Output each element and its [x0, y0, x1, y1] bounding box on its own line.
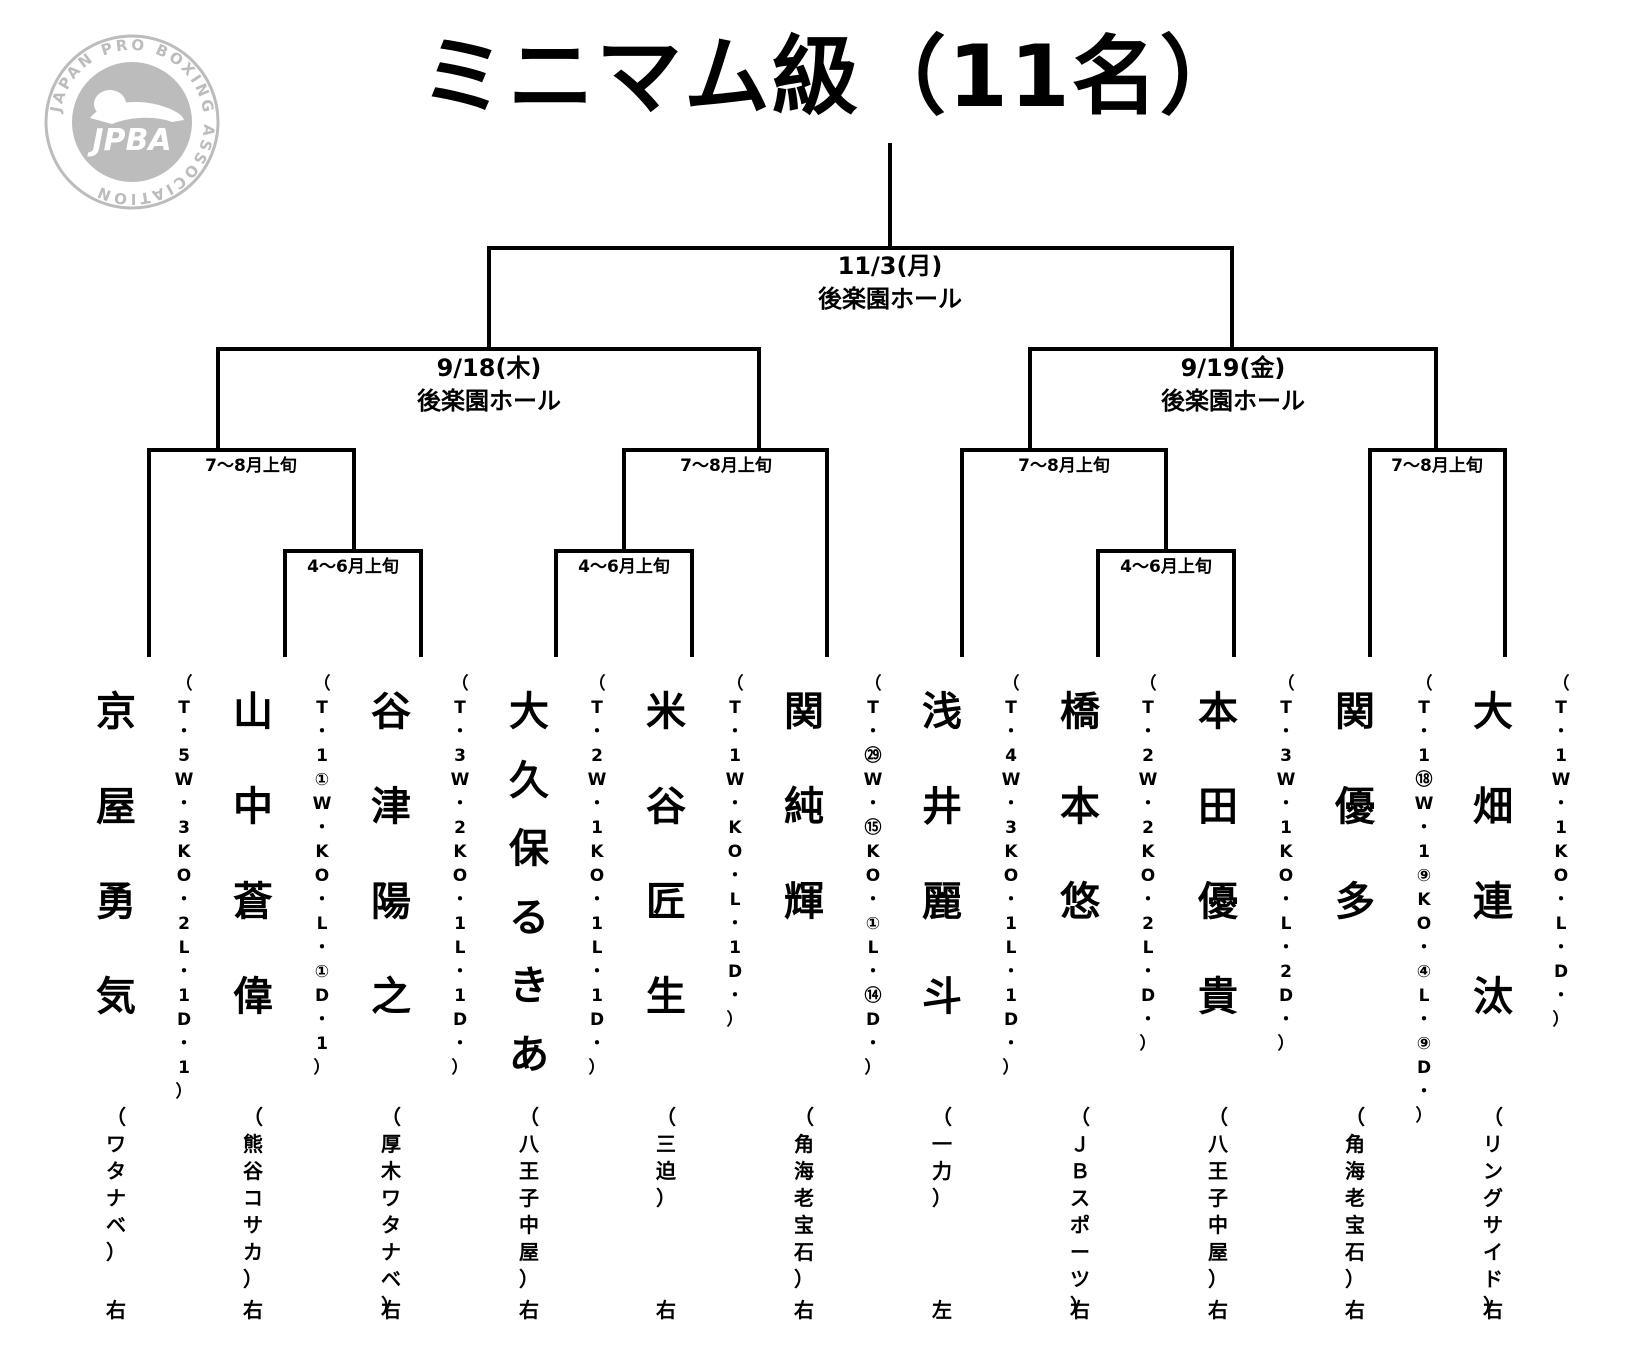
fighter-name: 橋本悠	[1060, 689, 1100, 925]
r1-3-label: 4～6月上旬	[1120, 557, 1212, 577]
qf1-label: 7～8月上旬	[205, 456, 297, 476]
final-venue: 後楽園ホール	[818, 285, 962, 313]
page-title: ミニマム級（11名）	[420, 27, 1248, 127]
fighter-name: 本田優貴	[1198, 689, 1238, 1020]
fighter-name: 谷津陽之	[371, 689, 411, 1020]
qf4-bracket	[1368, 448, 1507, 657]
fighter-name: 山中蒼偉	[233, 689, 273, 1020]
semi-left-date: 9/18(木)	[436, 354, 542, 382]
semi-right-bracket	[1028, 347, 1438, 452]
semi-right-label: 9/19(金) 後楽園ホール	[1053, 352, 1413, 418]
fighter-gym: （角海老宝石）	[1345, 1105, 1365, 1291]
fighter-name: 米谷匠生	[646, 689, 686, 1020]
fighter-name: 京屋勇気	[96, 689, 136, 1020]
fighter-stance: 右	[106, 1298, 126, 1322]
fighter-gym: （厚木ワタナベ）	[381, 1105, 401, 1318]
r1-2-bracket	[554, 549, 694, 657]
qf3-bracket	[960, 448, 1168, 657]
fighter-name: 関純輝	[784, 689, 824, 925]
semi-left-label: 9/18(木) 後楽園ホール	[309, 352, 669, 418]
fighter-stance: 右	[794, 1298, 814, 1322]
fighter-stance: 右	[243, 1298, 263, 1322]
fighter-stance: 右	[656, 1298, 676, 1322]
fighter-gym: （八王子中屋）	[519, 1105, 539, 1291]
r1-3-bracket	[1096, 549, 1236, 657]
fighter-gym: （八王子中屋）	[1208, 1105, 1228, 1291]
fighter-stance: 右	[381, 1298, 401, 1322]
semi-right-date: 9/19(金)	[1180, 354, 1286, 382]
fighter-gym: （一力）	[932, 1105, 952, 1210]
r1-2-label: 4～6月上旬	[578, 557, 670, 577]
fighter-stance: 右	[1070, 1298, 1090, 1322]
fighter-name: 大久保るきあ	[509, 689, 549, 1078]
fighter-gym: （熊谷コサカ）	[243, 1105, 263, 1291]
fighter-gym: （角海老宝石）	[794, 1105, 814, 1291]
jpba-logo: JAPAN PRO BOXING ASSOCIATION JPBA	[42, 32, 222, 212]
logo-center-text: JPBA	[87, 123, 171, 158]
final-date: 11/3(月)	[837, 252, 943, 280]
fighter-name: 大畑連汰	[1473, 689, 1513, 1020]
semi-left-bracket	[216, 347, 761, 452]
fighter-name: 関優多	[1335, 689, 1375, 925]
semi-right-venue: 後楽園ホール	[1161, 387, 1305, 415]
fighter-stance: 右	[519, 1298, 539, 1322]
fighter-stance: 右	[1483, 1298, 1503, 1322]
final-label: 11/3(月) 後楽園ホール	[710, 250, 1070, 316]
fighter-stance: 右	[1345, 1298, 1365, 1322]
fighter-stance: 右	[1208, 1298, 1228, 1322]
fighter-gym: （ワタナベ）	[106, 1105, 126, 1264]
qf2-bracket	[622, 448, 829, 657]
semi-left-venue: 後楽園ホール	[417, 387, 561, 415]
fighter-stance: 左	[932, 1298, 952, 1322]
fighter-gym: （三迫）	[656, 1105, 676, 1210]
fighter-gym: （リングサイド）	[1483, 1105, 1503, 1318]
fighter-name: 浅井麗斗	[922, 689, 962, 1020]
final-bracket	[487, 246, 1234, 351]
qf3-label: 7～8月上旬	[1018, 456, 1110, 476]
qf4-label: 7～8月上旬	[1391, 456, 1483, 476]
jpba-seal-icon: JAPAN PRO BOXING ASSOCIATION JPBA	[44, 34, 220, 210]
qf1-bracket	[147, 448, 356, 657]
qf2-label: 7～8月上旬	[680, 456, 772, 476]
r1-1-label: 4～6月上旬	[307, 557, 399, 577]
r1-1-bracket	[283, 549, 423, 657]
